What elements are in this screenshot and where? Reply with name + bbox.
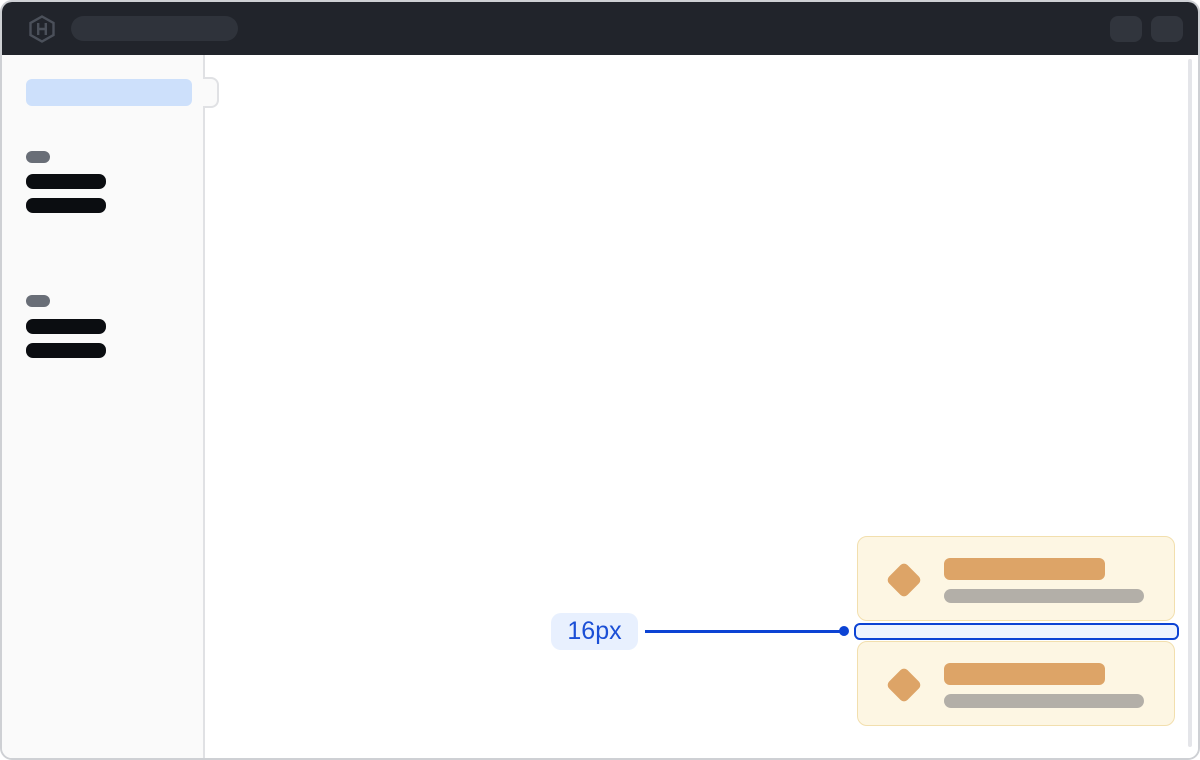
card-subtitle-placeholder [944, 589, 1144, 603]
spacing-highlight [854, 623, 1179, 640]
annotation-connector-line [645, 630, 841, 633]
main-content [207, 55, 1198, 758]
card-title-placeholder [944, 558, 1105, 580]
card[interactable] [857, 641, 1175, 726]
search-placeholder[interactable] [71, 16, 238, 41]
header-action-button-2[interactable] [1151, 15, 1183, 42]
header-action-button-1[interactable] [1110, 15, 1142, 42]
annotation-connector-dot [839, 626, 849, 636]
sidebar-active-item[interactable] [26, 79, 192, 106]
sidebar-toggle-handle[interactable] [203, 77, 219, 108]
spacing-value-label: 16px [551, 613, 638, 650]
top-navigation-bar [2, 2, 1198, 55]
nav-item-placeholder[interactable] [26, 343, 106, 358]
card-subtitle-placeholder [944, 694, 1144, 708]
scrollbar-track[interactable] [1188, 59, 1192, 747]
diamond-icon [885, 666, 923, 704]
hashicorp-logo-icon[interactable] [29, 14, 55, 43]
card-title-placeholder [944, 663, 1105, 685]
nav-group-label-placeholder [26, 151, 50, 163]
nav-item-placeholder[interactable] [26, 174, 106, 189]
sidebar [2, 55, 205, 758]
nav-item-placeholder[interactable] [26, 319, 106, 334]
diamond-icon [885, 561, 923, 599]
header-actions [1110, 15, 1183, 42]
card[interactable] [857, 536, 1175, 621]
nav-item-placeholder[interactable] [26, 198, 106, 213]
nav-group-label-placeholder [26, 295, 50, 307]
